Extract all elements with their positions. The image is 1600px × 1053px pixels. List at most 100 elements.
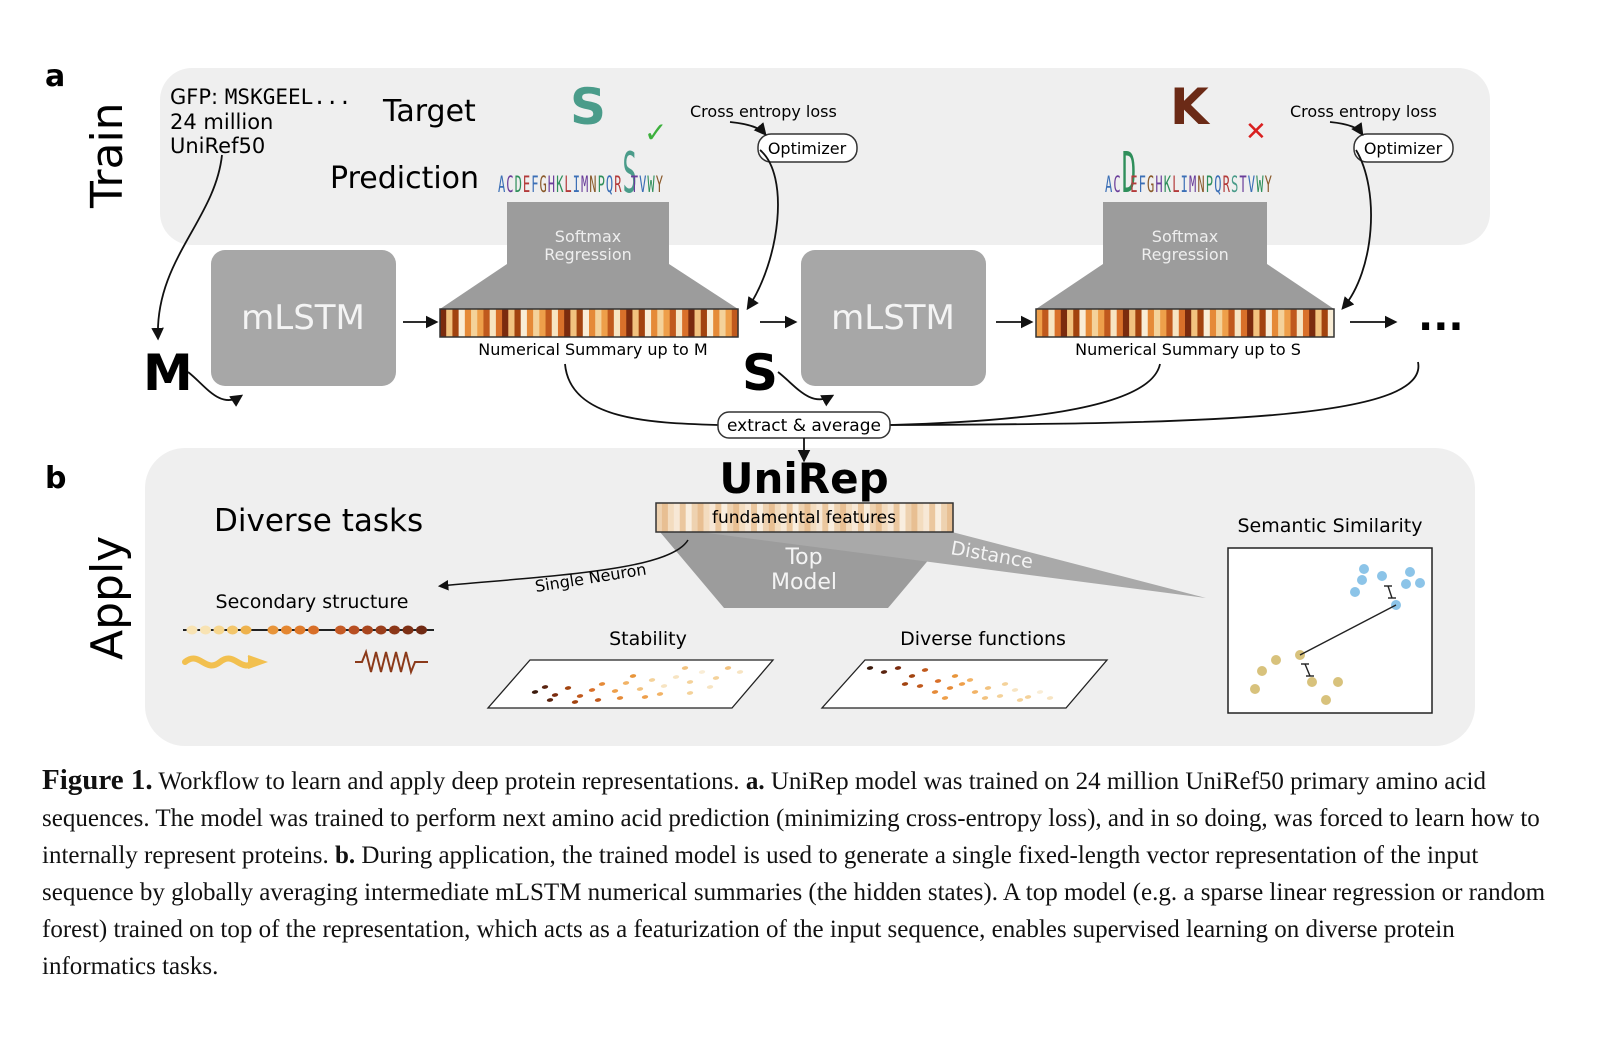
summary-stripe [694,309,702,337]
summary-bar-1 [440,309,739,337]
scatter-point [724,666,732,670]
summary-stripe [725,309,733,337]
scatter-point [1016,698,1024,702]
logo-letter: E [1130,173,1137,198]
ss-dot [227,625,238,635]
blue-point [1377,571,1387,581]
logo-letter: G [540,173,547,198]
summary-stripe [1222,309,1230,337]
summary-stripe [1098,309,1105,337]
ss-dot [348,625,360,635]
scatter-point [616,696,624,700]
summary-stripe [731,309,739,337]
scatter-point [672,675,680,679]
tan-point [1257,666,1267,676]
caption-b-label: b. [334,842,356,869]
train-label: Train [82,102,133,209]
caption-title: Workflow to learn and apply deep protein… [152,768,746,795]
ss-dot [335,625,346,635]
scatter-point [946,686,954,690]
summary-stripe [682,309,689,337]
scatter-point [681,666,689,670]
logo-letter: R [1223,173,1230,198]
scatter-point [712,676,720,680]
blue-point [1359,564,1369,574]
summary-stripe [1278,309,1285,337]
scatter-point [908,674,916,678]
ss-dot [294,625,306,635]
feature-stripe [751,503,758,532]
summary-stripe [576,309,584,337]
feature-stripe [667,503,675,532]
scatter-point [706,685,714,689]
feature-stripe [768,503,776,532]
logo-letter: A [498,173,505,198]
cross-icon: ✕ [1245,117,1267,147]
summary-stripe [1191,309,1199,337]
feature-stripe [947,503,954,532]
summary-stripe [1296,309,1304,337]
summary-stripe [1122,309,1130,337]
softmax-label-2a: Softmax [1152,227,1218,246]
summary-stripe [663,309,671,337]
summary-stripe [514,309,522,337]
summary-stripe [570,309,578,337]
feature-stripe [733,503,740,532]
scatter-point [698,670,706,674]
tan-point [1321,695,1331,705]
scatter-point [736,670,744,674]
summary-stripe [526,309,534,337]
optimizer-box-2 [1353,133,1454,163]
scatter-point [934,679,942,683]
workflow-figure: a b Train Apply GFP: MSKGEEL... 24 milli… [45,59,1490,746]
logo-letter: H [1155,173,1162,198]
scatter-point [894,666,902,670]
feature-stripe [881,503,889,532]
summary-stripe [1048,309,1056,337]
input-letter-1: M [143,344,193,402]
logo-letter: L [564,173,571,198]
softmax-label-1b: Regression [544,245,632,264]
feature-stripe [697,503,705,532]
summary-stripe [675,309,683,337]
optimizer-box-1 [757,133,858,163]
logo-letter: C [1113,173,1120,198]
summary-stripe [589,309,596,337]
summary-stripe [533,309,540,337]
scatter-point [981,696,989,700]
scatter-point [576,694,584,698]
caption-fig-label: Figure 1. [42,764,153,796]
feature-stripe [691,503,699,532]
scatter-point [1011,688,1019,692]
semantic-box [1227,547,1433,714]
logo-letter: M [1189,173,1196,198]
loss-arrow-2 [1329,121,1364,137]
scatter-point [564,686,572,690]
feature-stripe [875,503,883,532]
scatter-point [931,690,939,694]
scatter-point [1001,682,1009,686]
summary-stripe [1036,309,1043,337]
ellipsis: ... [1418,294,1464,340]
summary-stripe [1271,309,1279,337]
logo-letter: K [1164,173,1171,198]
feature-stripe [869,503,877,532]
scatter-point [966,678,974,682]
summary-stripe [700,309,708,337]
summary-stripe [520,309,528,337]
feature-stripe [786,503,794,532]
logo-letter: R [614,173,621,198]
summary-stripe [1091,309,1099,337]
summary-bar-2 [1036,309,1335,337]
scatter-point [686,691,694,695]
summary-stripe [607,309,615,337]
summary-stripe [1290,309,1298,337]
scatter-point [656,692,664,696]
gfp-line1: GFP: MSKGEEL... [170,85,351,109]
ss-dot [281,625,292,635]
tan-point [1333,677,1343,687]
unirep-label: UniRep [719,454,888,503]
feature-stripe [822,503,829,532]
logo-letter: Y [656,173,663,198]
